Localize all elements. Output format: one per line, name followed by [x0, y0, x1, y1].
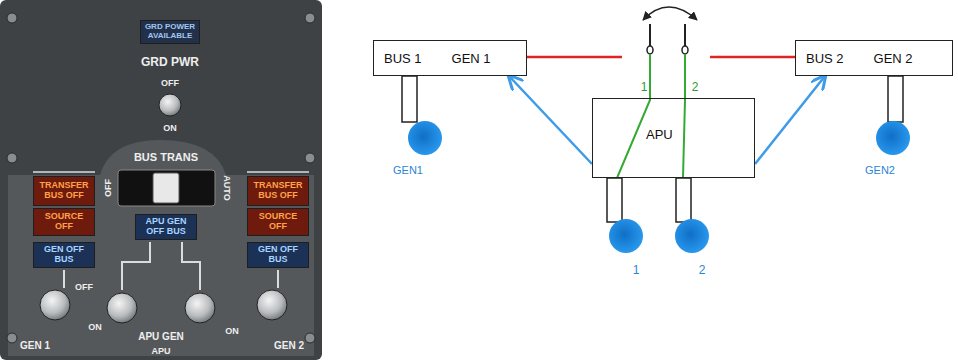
annunciator-light: TRANSFER BUS OFF	[247, 176, 309, 206]
bus-box: BUS 2 GEN 2	[795, 40, 953, 76]
node-text: BUS 2	[806, 51, 844, 66]
annunciator-light: APU GEN OFF BUS	[135, 214, 197, 240]
panel-label: 2	[699, 263, 706, 277]
node-text: APU GEN OFF BUS	[139, 217, 193, 237]
generator-shaft	[402, 76, 417, 122]
panel-label: AUTO	[222, 175, 232, 200]
bus-trans-switch	[118, 170, 215, 206]
node-text: GEN OFF BUS	[251, 245, 305, 265]
screw	[7, 13, 17, 23]
green-wire	[683, 54, 685, 178]
screw	[305, 13, 315, 23]
panel-label: APU	[151, 346, 170, 356]
node-text: GEN 2	[874, 51, 913, 66]
apu-box: APU	[592, 98, 755, 178]
power-arrow	[755, 76, 825, 164]
annunciator-light: SOURCE OFF	[247, 208, 309, 236]
node-text: SOURCE OFF	[37, 212, 91, 232]
generator-symbol	[876, 121, 910, 155]
annunciator-light: SOURCE OFF	[33, 208, 95, 236]
generator-shaft	[888, 76, 903, 122]
panel-label: 1	[633, 263, 640, 277]
node-text: BUS 1	[384, 51, 422, 66]
switch-contact	[682, 46, 688, 54]
node-text: TRANSFER BUS OFF	[251, 181, 305, 201]
panel-label: GEN 2	[274, 340, 304, 351]
panel-label: BUS TRANS	[134, 151, 198, 163]
panel-bracket-line	[33, 171, 309, 173]
bus-wire	[527, 56, 622, 59]
power-arrow	[509, 76, 592, 164]
panel-label: 2	[692, 80, 699, 94]
panel-bracket-line	[64, 242, 278, 290]
panel-label: APU GEN	[138, 331, 184, 342]
panel-label: GEN 1	[20, 340, 50, 351]
green-wire	[617, 54, 650, 178]
panel-label: GEN2	[865, 164, 895, 176]
panel-label: ON	[225, 326, 239, 336]
rotary-knob	[257, 290, 287, 320]
node-text: GEN OFF BUS	[37, 245, 91, 265]
panel-inset	[8, 140, 314, 356]
annunciator-light: GRD POWER AVAILABLE	[140, 20, 200, 44]
node-text: GEN 1	[452, 51, 491, 66]
node-text: APU	[645, 127, 674, 142]
rotary-knob	[107, 293, 137, 323]
generator-symbol	[408, 121, 442, 155]
bus-box: BUS 1 GEN 1	[373, 40, 527, 76]
panel-label: 1	[641, 80, 648, 94]
node-text: GRD POWER AVAILABLE	[144, 23, 196, 41]
annunciator-light: GEN OFF BUS	[247, 242, 309, 268]
switch-blade	[649, 24, 651, 46]
switch-contact	[647, 46, 653, 54]
screw	[305, 333, 315, 343]
switch-blade	[684, 24, 686, 46]
rotary-knob	[40, 290, 70, 320]
screw	[305, 153, 315, 163]
node-text: TRANSFER BUS OFF	[37, 181, 91, 201]
bus-trans-paddle	[153, 173, 179, 203]
panel-label: ON	[163, 123, 177, 133]
generator-symbol	[609, 219, 643, 253]
generator-shaft	[676, 178, 691, 222]
panel-face	[0, 0, 322, 360]
node-text: SOURCE OFF	[251, 212, 305, 232]
panel-label: GEN1	[393, 164, 423, 176]
screw	[7, 333, 17, 343]
panel-label: OFF	[161, 78, 179, 88]
panel-label: GRD PWR	[141, 55, 199, 69]
rotary-knob	[185, 293, 215, 323]
generator-shaft	[607, 178, 622, 222]
panel-label: OFF	[103, 179, 113, 197]
toggle-switch	[159, 94, 181, 116]
annunciator-light: GEN OFF BUS	[33, 242, 95, 268]
switch-arrow	[643, 7, 697, 20]
annunciator-light: TRANSFER BUS OFF	[33, 176, 95, 206]
screw	[7, 153, 17, 163]
panel-label: OFF	[75, 282, 93, 292]
panel-label: ON	[88, 322, 102, 332]
generator-symbol	[675, 219, 709, 253]
bus-wire	[710, 56, 795, 59]
